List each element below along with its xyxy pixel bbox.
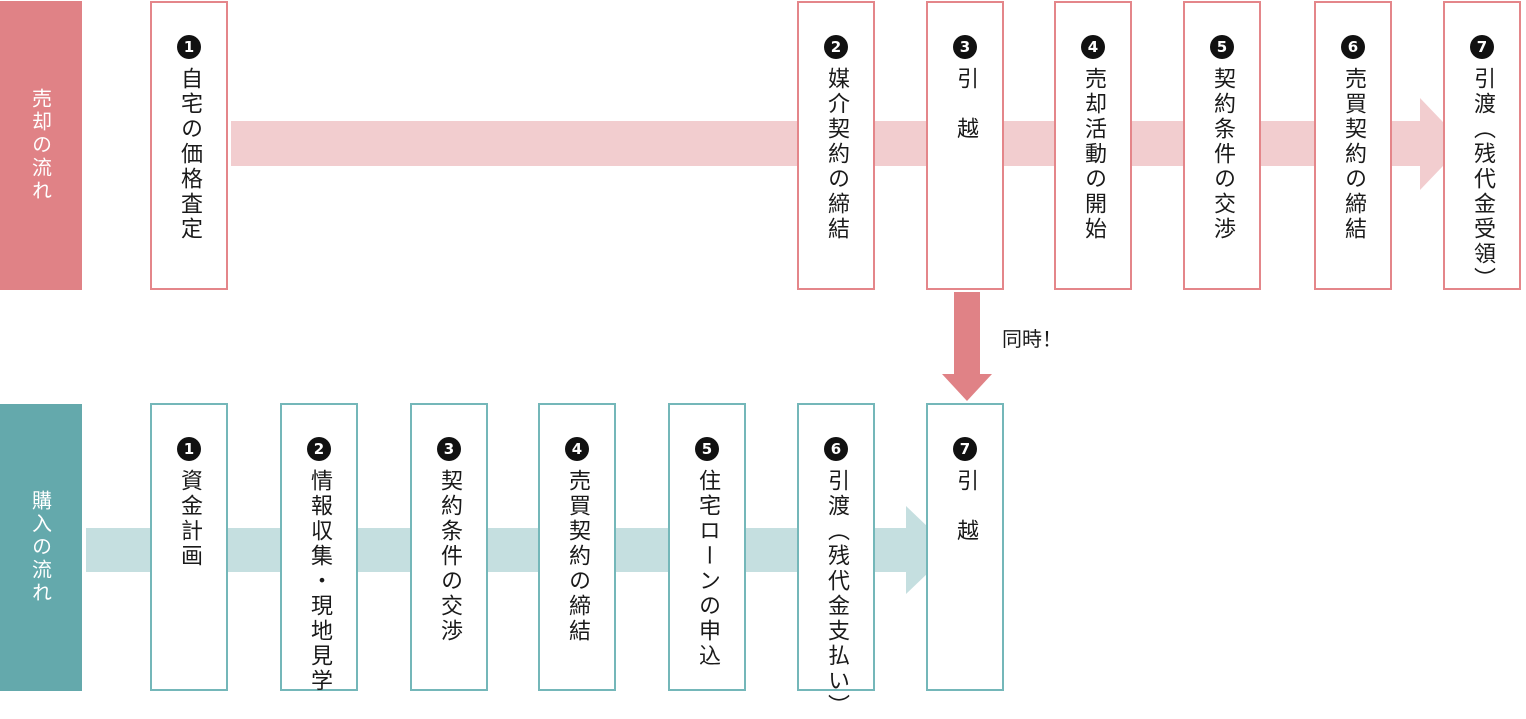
buy-step-2: 2 情報収集・現地見学 [280,403,358,694]
step-label: 引渡（残代金支払い） [824,469,849,719]
sell-lane-label: 売却の流れ [0,1,82,290]
step-label: 引渡（残代金受領） [1470,67,1495,292]
buy-step-6: 6 引渡（残代金支払い） [797,403,875,719]
step-label: 契約条件の交渉 [437,469,462,644]
step-number-badge: 3 [953,35,977,59]
step-label: 引 越 [953,469,978,544]
simultaneous-label: 同時！ [1002,327,1062,351]
step-number-badge: 2 [824,35,848,59]
step-label: 住宅ローンの申込 [695,469,720,669]
buy-step-7: 7 引 越 [926,403,1004,691]
buy-lane-label: 購入の流れ [0,404,82,691]
simultaneous-arrow-shaft [954,292,980,376]
step-number-badge: 5 [1210,35,1234,59]
step-label: 売買契約の締結 [1341,67,1366,242]
sell-lane-label-text: 売却の流れ [28,88,53,203]
step-number-badge: 7 [953,437,977,461]
step-label: 売買契約の締結 [565,469,590,644]
step-label: 情報収集・現地見学 [307,469,332,694]
step-number-badge: 7 [1470,35,1494,59]
simultaneous-arrow-head [942,374,992,401]
step-number-badge: 1 [177,35,201,59]
step-number-badge: 4 [565,437,589,461]
step-number-badge: 5 [695,437,719,461]
step-label: 媒介契約の締結 [824,67,849,242]
buy-step-3: 3 契約条件の交渉 [410,403,488,691]
buy-step-5: 5 住宅ローンの申込 [668,403,746,691]
step-label: 売却活動の開始 [1081,67,1106,242]
sell-step-1: 1 自宅の価格査定 [150,1,228,290]
sell-step-5: 5 契約条件の交渉 [1183,1,1261,290]
step-label: 自宅の価格査定 [177,67,202,242]
step-number-badge: 6 [1341,35,1365,59]
sell-step-7: 7 引渡（残代金受領） [1443,1,1521,292]
step-number-badge: 2 [307,437,331,461]
sell-step-6: 6 売買契約の締結 [1314,1,1392,290]
sell-step-2: 2 媒介契約の締結 [797,1,875,290]
buy-step-4: 4 売買契約の締結 [538,403,616,691]
step-label: 契約条件の交渉 [1210,67,1235,242]
step-number-badge: 3 [437,437,461,461]
sell-step-3: 3 引 越 [926,1,1004,290]
step-number-badge: 6 [824,437,848,461]
step-number-badge: 4 [1081,35,1105,59]
buy-lane-label-text: 購入の流れ [28,490,53,605]
step-label: 引 越 [953,67,978,142]
step-number-badge: 1 [177,437,201,461]
buy-step-1: 1 資金計画 [150,403,228,691]
sell-step-4: 4 売却活動の開始 [1054,1,1132,290]
step-label: 資金計画 [177,469,202,569]
